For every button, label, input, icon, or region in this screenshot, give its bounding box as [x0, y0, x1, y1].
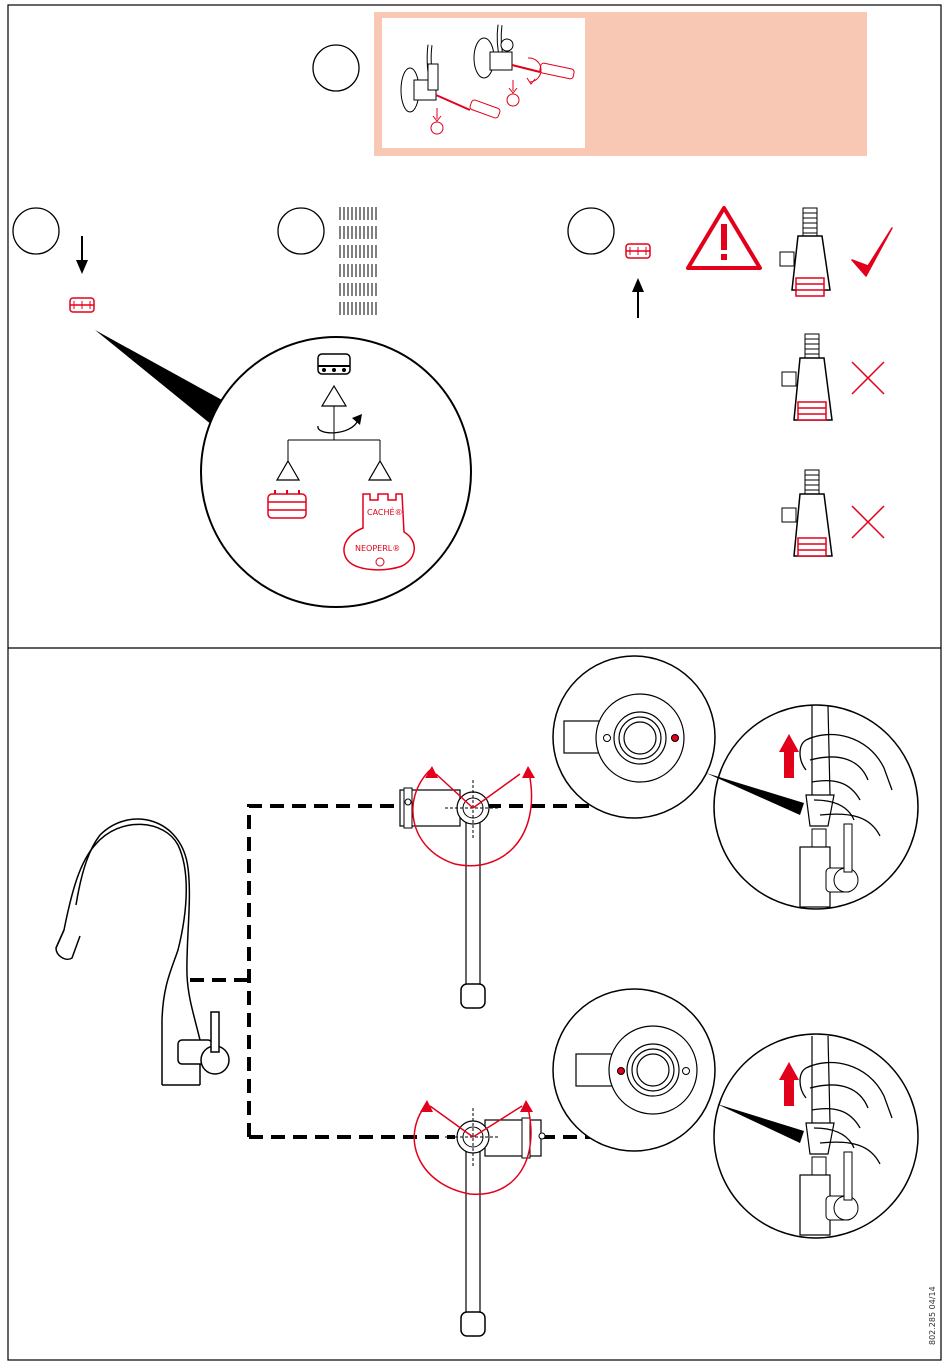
callout-pointer: [95, 330, 222, 425]
spray-head-incorrect: [782, 334, 832, 420]
pull-out-detail-circle: [714, 1034, 918, 1238]
faucet-overview: [56, 819, 229, 1085]
hose-connector-rotate: [400, 766, 535, 1008]
pull-out-detail-circle: [706, 705, 918, 909]
tool-brand-top: CACHÉ®: [367, 506, 403, 517]
connector-detail-circle: [553, 656, 715, 818]
dashed-connector: [190, 806, 592, 1137]
arrow-up-icon: [632, 278, 644, 318]
aerator-icon: [626, 244, 650, 258]
spray-head-incorrect: [782, 470, 832, 556]
shutoff-valve-panel: [374, 12, 867, 156]
step-circle-3: [568, 208, 614, 254]
check-mark-icon: [852, 228, 892, 276]
cross-icon: [852, 506, 884, 538]
warning-triangle-icon: [688, 208, 760, 268]
arrow-down-icon: [76, 236, 88, 274]
connector-detail-circle: [553, 989, 715, 1151]
aerator-detail-circle: CACHÉ® NEOPERL®: [201, 337, 471, 607]
document-number: 802.285 04/14: [928, 1275, 940, 1345]
step-circle-2: [278, 208, 324, 254]
step-circle-top: [313, 45, 359, 91]
aerator-housing-icon: [318, 354, 350, 374]
aerator-insert-icon: [268, 490, 306, 518]
aerator-icon: [70, 298, 94, 312]
water-rinse-icon: [340, 207, 376, 315]
cross-icon: [852, 362, 884, 394]
step-circle-1: [13, 208, 59, 254]
spray-head-correct: [780, 208, 830, 296]
tool-brand-bottom: NEOPERL®: [355, 544, 400, 553]
